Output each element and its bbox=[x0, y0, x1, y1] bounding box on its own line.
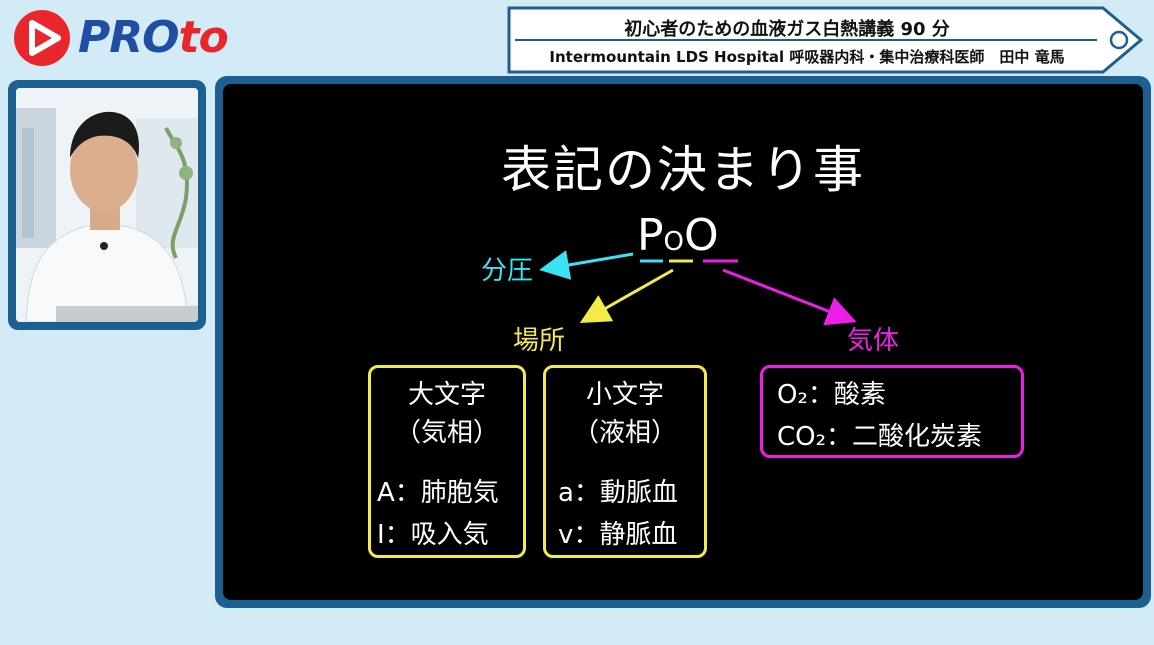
box-gas-phase-line1: 大文字 bbox=[371, 374, 523, 411]
arrow-location bbox=[585, 270, 673, 320]
box-gas-phase-item1: A：肺胞気 bbox=[377, 472, 529, 509]
box-liquid-phase-item2: v：静脈血 bbox=[558, 514, 716, 551]
presenter-video bbox=[16, 88, 198, 322]
lecture-title: 初心者のための血液ガス白熱講義 90 分 bbox=[507, 15, 1067, 41]
logo-wordmark: PROto bbox=[78, 10, 228, 66]
box-gases-item1: O₂：酸素 bbox=[777, 374, 1035, 411]
box-gas-phase-item2: I：吸入気 bbox=[377, 514, 529, 551]
box-gases: O₂：酸素 CO₂：二酸化炭素 bbox=[760, 365, 1024, 458]
slide-frame: 表記の決まり事 POO 分圧 場所 気体 大文字 （気相） A：肺胞気 bbox=[215, 76, 1151, 608]
label-partial-pressure: 分圧 bbox=[481, 250, 533, 287]
label-gas: 気体 bbox=[847, 320, 899, 357]
lecture-title-tag: 初心者のための血液ガス白熱講義 90 分 Intermountain LDS H… bbox=[507, 6, 1143, 74]
box-liquid-phase-line1: 小文字 bbox=[546, 374, 704, 411]
arrow-gas bbox=[723, 270, 851, 320]
box-gas-phase-line2: （気相） bbox=[371, 412, 523, 449]
box-liquid-phase-line2: （液相） bbox=[546, 412, 704, 449]
label-location: 場所 bbox=[513, 320, 565, 357]
play-icon bbox=[14, 10, 70, 66]
lecture-slide: 表記の決まり事 POO 分圧 場所 気体 大文字 （気相） A：肺胞気 bbox=[223, 84, 1143, 600]
arrow-partial-pressure bbox=[545, 254, 633, 269]
box-gas-phase: 大文字 （気相） A：肺胞気 I：吸入気 bbox=[368, 365, 526, 558]
proto-logo: PROto bbox=[14, 8, 274, 68]
box-liquid-phase: 小文字 （液相） a：動脈血 v：静脈血 bbox=[543, 365, 707, 558]
lecturer-info: Intermountain LDS Hospital 呼吸器内科・集中治療科医師… bbox=[507, 46, 1107, 67]
box-liquid-phase-item1: a：動脈血 bbox=[558, 472, 716, 509]
webcam-panel bbox=[8, 80, 206, 330]
box-gases-item2: CO₂：二酸化炭素 bbox=[777, 416, 1035, 453]
